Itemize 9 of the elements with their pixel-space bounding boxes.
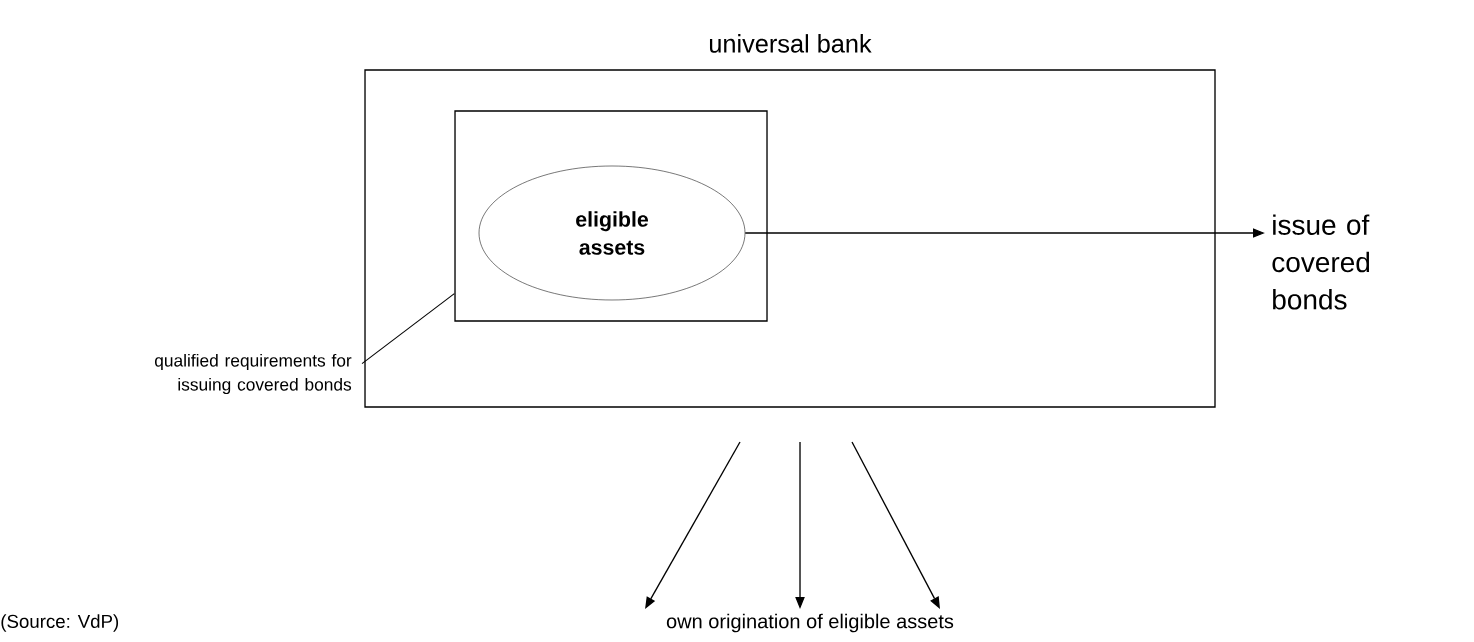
output-text: issue of covered bonds	[1272, 214, 1370, 310]
arrow	[645, 441, 741, 609]
leader-line	[361, 293, 455, 365]
inner-box	[454, 110, 768, 322]
node-label: universal bank	[709, 34, 872, 53]
arrow	[851, 441, 940, 609]
origination-text: own origination of eligible assets	[666, 613, 954, 633]
source-note: (Source: VdP)	[1, 614, 119, 632]
annotation-text: qualified requirements for issuing covered bonds	[154, 353, 352, 395]
